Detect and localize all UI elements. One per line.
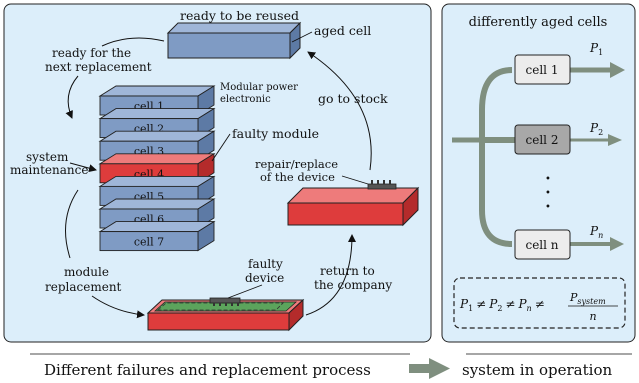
faulty-device-pointer xyxy=(227,284,263,299)
aged-cell-block xyxy=(166,21,302,60)
stack-cell-top xyxy=(98,175,216,187)
faulty-label: faulty xyxy=(248,257,283,271)
right-cell-1-label: cell 1 xyxy=(526,63,559,77)
maintenance-label: maintenance xyxy=(10,163,88,177)
arrow-to-board xyxy=(91,295,145,319)
ready-to-be-reused-label: ready to be reused xyxy=(180,8,299,23)
stack-cell-top xyxy=(98,85,216,97)
right-panel-title: differently aged cells xyxy=(469,15,608,30)
right-cell-2: cell 2 xyxy=(514,124,571,155)
system-label: system xyxy=(26,150,69,164)
repair-pointer xyxy=(341,175,369,185)
stack-cell-top xyxy=(98,153,216,165)
equation-lhs: P1≠P2≠Pn≠ xyxy=(459,297,545,313)
stack-cell-7: cell 7 xyxy=(98,220,216,252)
stack-cell-top xyxy=(98,108,216,120)
equation: P1≠P2≠Pn≠ Psystem n xyxy=(459,291,618,323)
arrow-maintenance-down xyxy=(65,189,79,259)
stack-cell-top xyxy=(98,198,216,210)
module-label: module xyxy=(64,265,109,279)
arrow-aged-to-label xyxy=(101,37,165,47)
replacement-label: replacement xyxy=(45,280,122,294)
modular-power-label-2: electronic xyxy=(220,94,271,105)
aged-cell-label: aged cell xyxy=(314,23,371,38)
power-label-1: P1 xyxy=(589,41,603,57)
equation-numerator: Psystem xyxy=(569,291,606,306)
stack-cell-top xyxy=(98,221,216,233)
of-the-device-label: of the device xyxy=(260,170,335,184)
ready-next-label-1: ready for the xyxy=(52,46,131,60)
ellipsis-dot-2: • xyxy=(545,188,551,199)
go-to-stock-label: go to stock xyxy=(318,91,388,106)
arrow-maintenance-to-cell4 xyxy=(69,162,97,173)
aged-cell-pointer xyxy=(291,31,313,43)
right-cell-n-label: cell n xyxy=(525,238,558,252)
right-cell-2-label: cell 2 xyxy=(526,133,559,147)
ellipsis-dot-3: • xyxy=(545,202,551,213)
footer-right-caption: system in operation xyxy=(462,361,612,379)
power-label-2: P2 xyxy=(589,121,603,137)
stack-cell-front xyxy=(99,231,199,252)
faulty-device-board xyxy=(146,297,305,332)
equation-denominator: n xyxy=(589,310,596,323)
device-label: device xyxy=(245,271,284,285)
power-distribution-arrows xyxy=(452,62,625,251)
arrow-go-to-stock xyxy=(307,51,372,171)
arrow-to-stack xyxy=(65,75,79,119)
power-label-n: Pn xyxy=(589,224,603,240)
repair-replace-label: repair/replace xyxy=(255,157,338,171)
ellipsis-dot-1: • xyxy=(545,174,551,185)
modular-power-label-1: Modular power xyxy=(220,82,298,93)
left-panel xyxy=(3,3,432,343)
arrow-to-repair xyxy=(305,234,356,316)
right-cell-n: cell n xyxy=(514,229,571,260)
stack-cell-label: cell 7 xyxy=(134,236,164,249)
footer-arrow xyxy=(409,358,450,379)
ready-next-label-2: next replacement xyxy=(45,60,152,74)
equation-box xyxy=(453,277,626,329)
right-panel xyxy=(441,3,636,343)
faulty-device-chip xyxy=(209,297,241,306)
repair-chip xyxy=(367,180,397,190)
the-company-label: the company xyxy=(314,278,392,292)
faulty-module-label: faulty module xyxy=(232,126,319,141)
faulty-module-pointer xyxy=(211,133,231,162)
stack-cell-top xyxy=(98,130,216,142)
repaired-device-block xyxy=(286,180,420,227)
footer-left-caption: Different failures and replacement proce… xyxy=(44,361,371,379)
right-cell-1: cell 1 xyxy=(514,54,571,85)
